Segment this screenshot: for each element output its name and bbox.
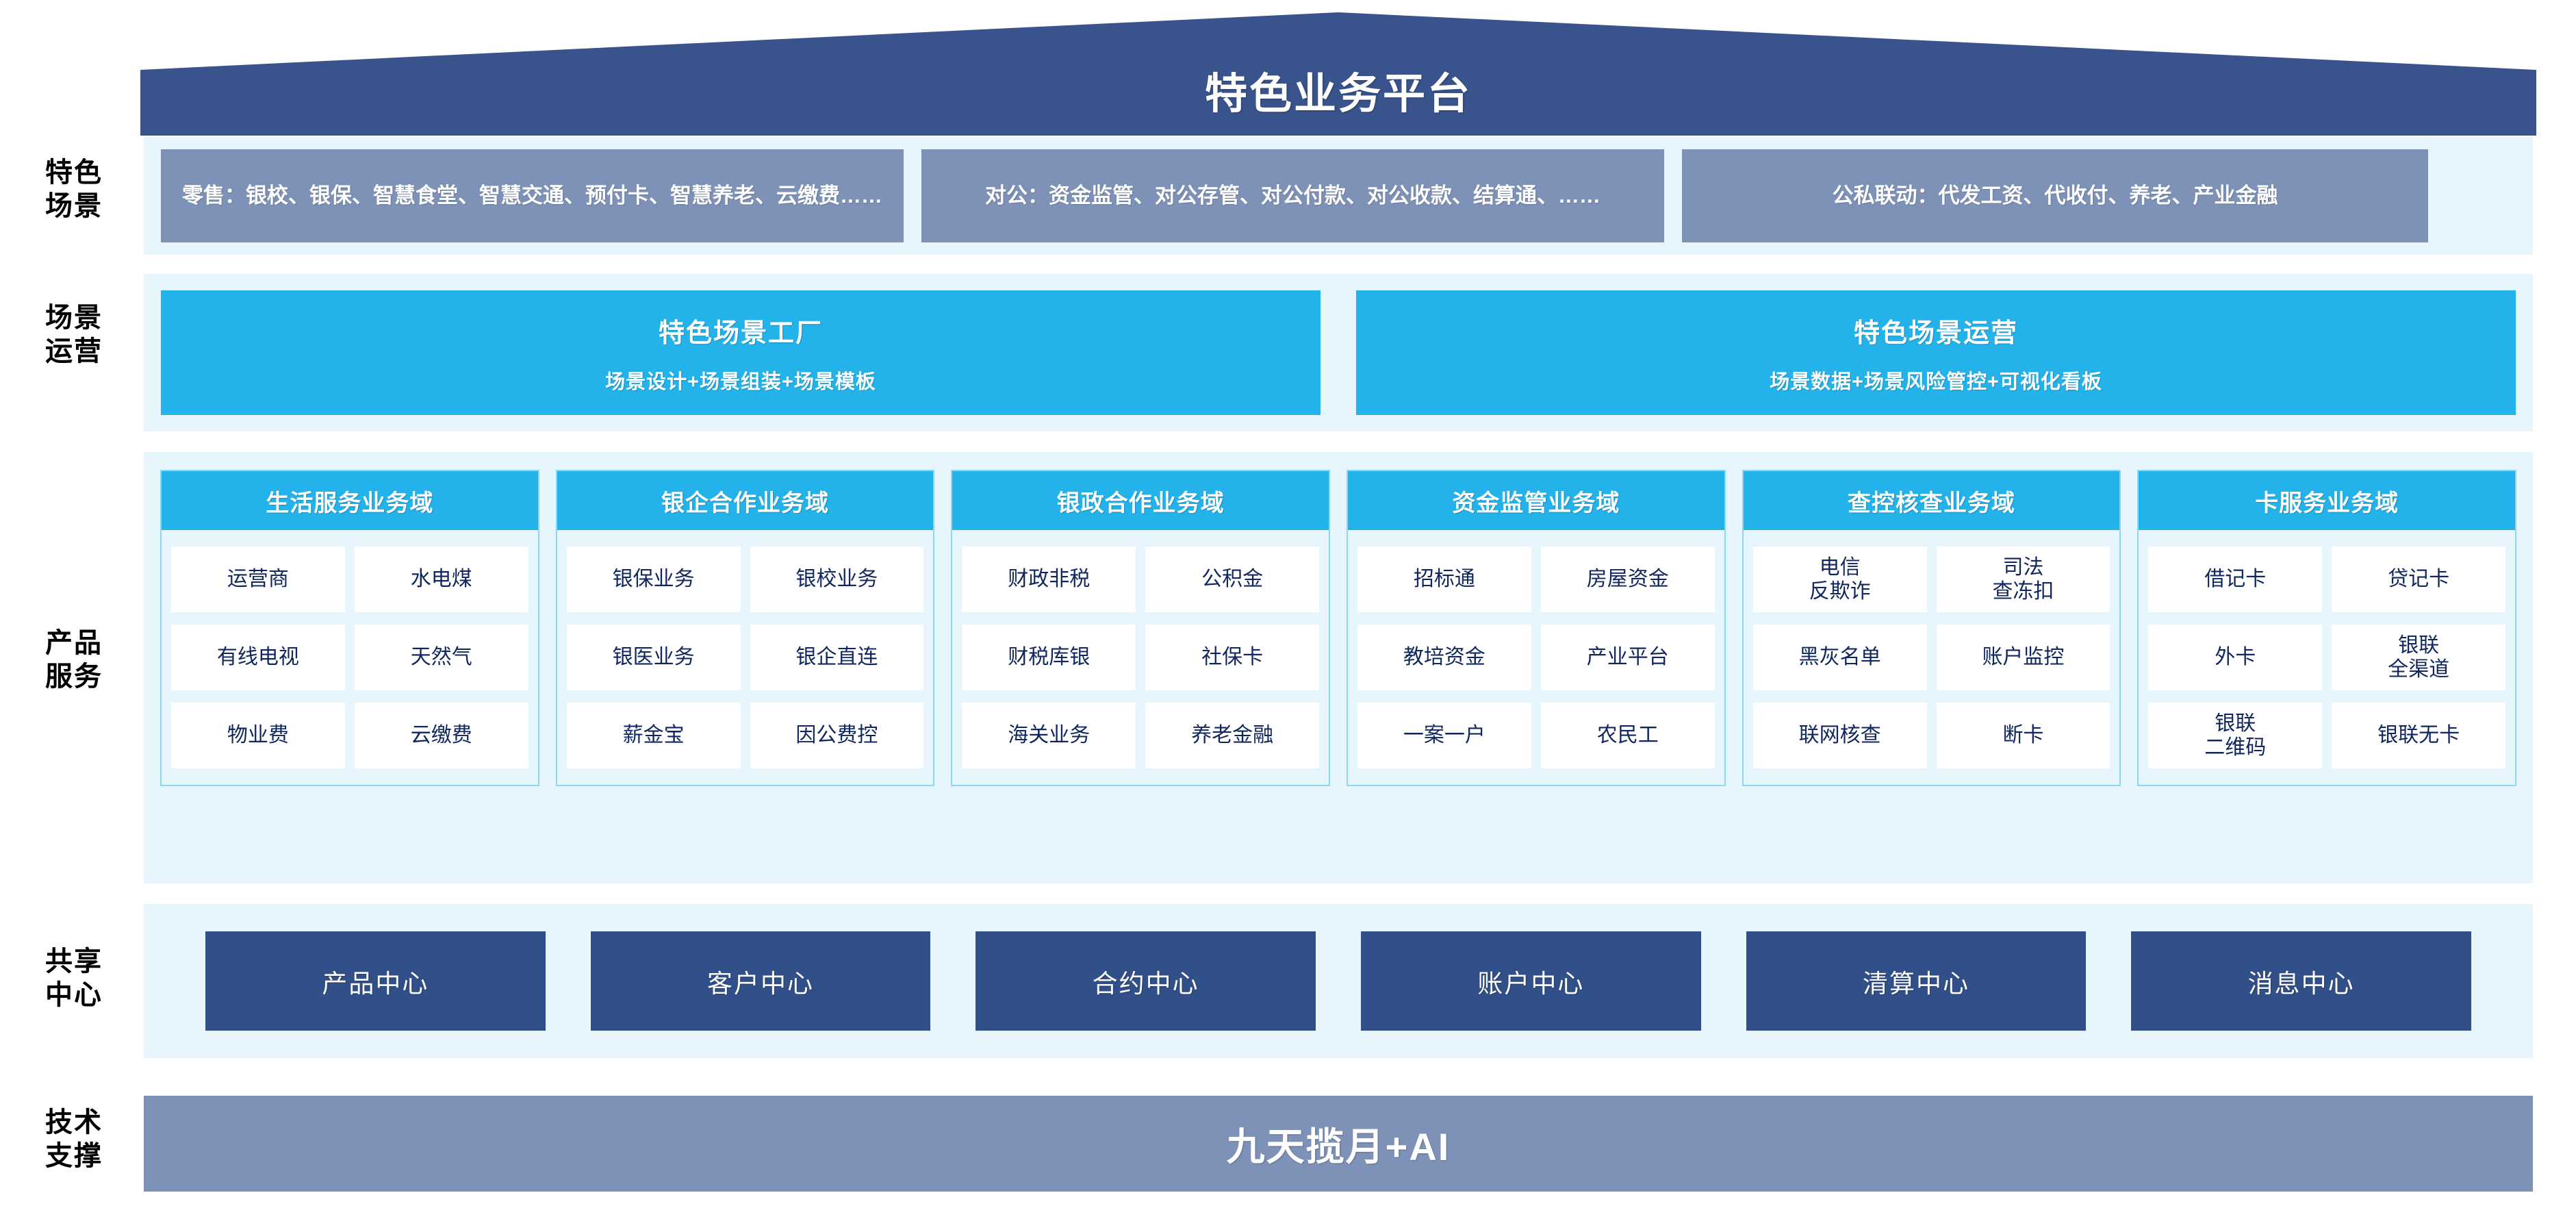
domain-cell[interactable]: 一案一户 [1357, 703, 1531, 768]
scenario-box-corporate[interactable]: 对公：资金监管、对公存管、对公付款、对公收款、结算通、…… [921, 149, 1664, 242]
scenario-band: 零售：银校、银保、智慧食堂、智慧交通、预付卡、智慧养老、云缴费…… 对公：资金监… [144, 137, 2533, 255]
operation-band: 特色场景工厂 场景设计+场景组装+场景模板 特色场景运营 场景数据+场景风险管控… [144, 274, 2533, 431]
domain-cell[interactable]: 断卡 [1936, 703, 2110, 768]
tech-support-label: 九天揽月+AI [1226, 1124, 1451, 1168]
domain-column: 查控核查业务域电信 反欺诈司法 查冻扣黑灰名单账户监控联网核查断卡 [1742, 470, 2121, 786]
domain-cell[interactable]: 账户监控 [1936, 625, 2110, 690]
domain-cell[interactable]: 房屋资金 [1540, 546, 1715, 612]
platform-roof-banner: 特色业务平台 [140, 12, 2536, 136]
operation-box-scene-factory[interactable]: 特色场景工厂 场景设计+场景组装+场景模板 [161, 290, 1321, 415]
domain-column: 银政合作业务域财政非税公积金财税库银社保卡海关业务养老金融 [951, 470, 1331, 786]
rail-label-tech: 技术 支撑 [45, 1107, 103, 1171]
domain-cell[interactable]: 银联 全渠道 [2332, 625, 2506, 690]
domain-cell[interactable]: 云缴费 [354, 703, 528, 768]
shared-center-box[interactable]: 账户中心 [1361, 931, 1701, 1031]
operation-subtitle: 场景数据+场景风险管控+可视化看板 [1770, 370, 2102, 393]
domain-column: 生活服务业务域运营商水电煤有线电视天然气物业费云缴费 [160, 470, 539, 786]
domain-cell[interactable]: 产业平台 [1540, 625, 1715, 690]
domain-cell[interactable]: 借记卡 [2148, 546, 2323, 612]
domain-cell[interactable]: 水电煤 [354, 546, 528, 612]
domain-cell[interactable]: 天然气 [354, 625, 528, 690]
domain-cell[interactable]: 招标通 [1357, 546, 1531, 612]
rail-label-product: 产品 服务 [45, 628, 103, 692]
domain-cell[interactable]: 因公费控 [750, 703, 924, 768]
shared-center-box[interactable]: 合约中心 [975, 931, 1316, 1031]
domain-cell[interactable]: 贷记卡 [2332, 546, 2506, 612]
domain-cell[interactable]: 公积金 [1145, 546, 1320, 612]
domain-column: 卡服务业务域借记卡贷记卡外卡银联 全渠道银联 二维码银联无卡 [2137, 470, 2517, 786]
rail-label-shared: 共享 中心 [45, 946, 103, 1010]
domain-cell-grid: 借记卡贷记卡外卡银联 全渠道银联 二维码银联无卡 [2139, 530, 2515, 785]
domain-title: 生活服务业务域 [162, 471, 538, 530]
domain-title: 查控核查业务域 [1743, 471, 2120, 530]
roof-shape-icon [140, 12, 2536, 136]
rail-label-operation: 场景 运营 [45, 303, 103, 366]
shared-center-box[interactable]: 产品中心 [205, 931, 546, 1031]
product-service-band: 生活服务业务域运营商水电煤有线电视天然气物业费云缴费银企合作业务域银保业务银校业… [144, 452, 2533, 883]
rail-label-scenario: 特色 场景 [45, 158, 103, 221]
domain-cell[interactable]: 财税库银 [962, 625, 1136, 690]
domain-cell[interactable]: 银联无卡 [2332, 703, 2506, 768]
domain-cell[interactable]: 养老金融 [1145, 703, 1320, 768]
scenario-box-public-private[interactable]: 公私联动：代发工资、代收付、养老、产业金融 [1682, 149, 2428, 242]
operation-subtitle: 场景设计+场景组装+场景模板 [605, 370, 876, 393]
domain-cell[interactable]: 黑灰名单 [1752, 625, 1927, 690]
domain-column-list: 生活服务业务域运营商水电煤有线电视天然气物业费云缴费银企合作业务域银保业务银校业… [144, 452, 2533, 883]
domain-cell[interactable]: 薪金宝 [566, 703, 741, 768]
domain-cell[interactable]: 电信 反欺诈 [1752, 546, 1927, 612]
domain-cell[interactable]: 银保业务 [566, 546, 741, 612]
operation-box-scene-operation[interactable]: 特色场景运营 场景数据+场景风险管控+可视化看板 [1356, 290, 2516, 415]
domain-cell[interactable]: 银校业务 [750, 546, 924, 612]
domain-cell[interactable]: 外卡 [2148, 625, 2323, 690]
shared-center-box[interactable]: 消息中心 [2131, 931, 2472, 1031]
scenario-box-retail[interactable]: 零售：银校、银保、智慧食堂、智慧交通、预付卡、智慧养老、云缴费…… [161, 149, 904, 242]
domain-title: 银企合作业务域 [557, 471, 934, 530]
domain-cell-grid: 财政非税公积金财税库银社保卡海关业务养老金融 [952, 530, 1329, 785]
domain-cell[interactable]: 社保卡 [1145, 625, 1320, 690]
shared-center-list: 产品中心客户中心合约中心账户中心清算中心消息中心 [144, 904, 2533, 1058]
domain-column: 资金监管业务域招标通房屋资金教培资金产业平台一案一户农民工 [1347, 470, 1726, 786]
domain-cell-grid: 运营商水电煤有线电视天然气物业费云缴费 [162, 530, 538, 785]
domain-cell[interactable]: 海关业务 [962, 703, 1136, 768]
domain-cell[interactable]: 银医业务 [566, 625, 741, 690]
domain-cell-grid: 招标通房屋资金教培资金产业平台一案一户农民工 [1348, 530, 1724, 785]
domain-cell[interactable]: 财政非税 [962, 546, 1136, 612]
domain-cell[interactable]: 教培资金 [1357, 625, 1531, 690]
domain-cell[interactable]: 银联 二维码 [2148, 703, 2323, 768]
domain-column: 银企合作业务域银保业务银校业务银医业务银企直连薪金宝因公费控 [555, 470, 935, 786]
domain-cell[interactable]: 联网核查 [1752, 703, 1927, 768]
shared-center-box[interactable]: 客户中心 [590, 931, 931, 1031]
domain-cell[interactable]: 银企直连 [750, 625, 924, 690]
domain-title: 资金监管业务域 [1348, 471, 1724, 530]
domain-cell[interactable]: 物业费 [171, 703, 345, 768]
domain-cell-grid: 银保业务银校业务银医业务银企直连薪金宝因公费控 [557, 530, 934, 785]
shared-center-box[interactable]: 清算中心 [1746, 931, 2087, 1031]
domain-cell[interactable]: 司法 查冻扣 [1936, 546, 2110, 612]
domain-title: 卡服务业务域 [2139, 471, 2516, 530]
domain-cell[interactable]: 运营商 [171, 546, 345, 612]
shared-center-band: 产品中心客户中心合约中心账户中心清算中心消息中心 [144, 904, 2533, 1058]
operation-title: 特色场景工厂 [658, 318, 823, 348]
domain-cell[interactable]: 农民工 [1540, 703, 1715, 768]
domain-cell-grid: 电信 反欺诈司法 查冻扣黑灰名单账户监控联网核查断卡 [1744, 530, 2120, 785]
domain-title: 银政合作业务域 [952, 471, 1329, 530]
operation-title: 特色场景运营 [1853, 318, 2018, 348]
domain-cell[interactable]: 有线电视 [171, 625, 345, 690]
tech-support-bar[interactable]: 九天揽月+AI [144, 1096, 2533, 1192]
page-title: 特色业务平台 [1204, 71, 1472, 118]
